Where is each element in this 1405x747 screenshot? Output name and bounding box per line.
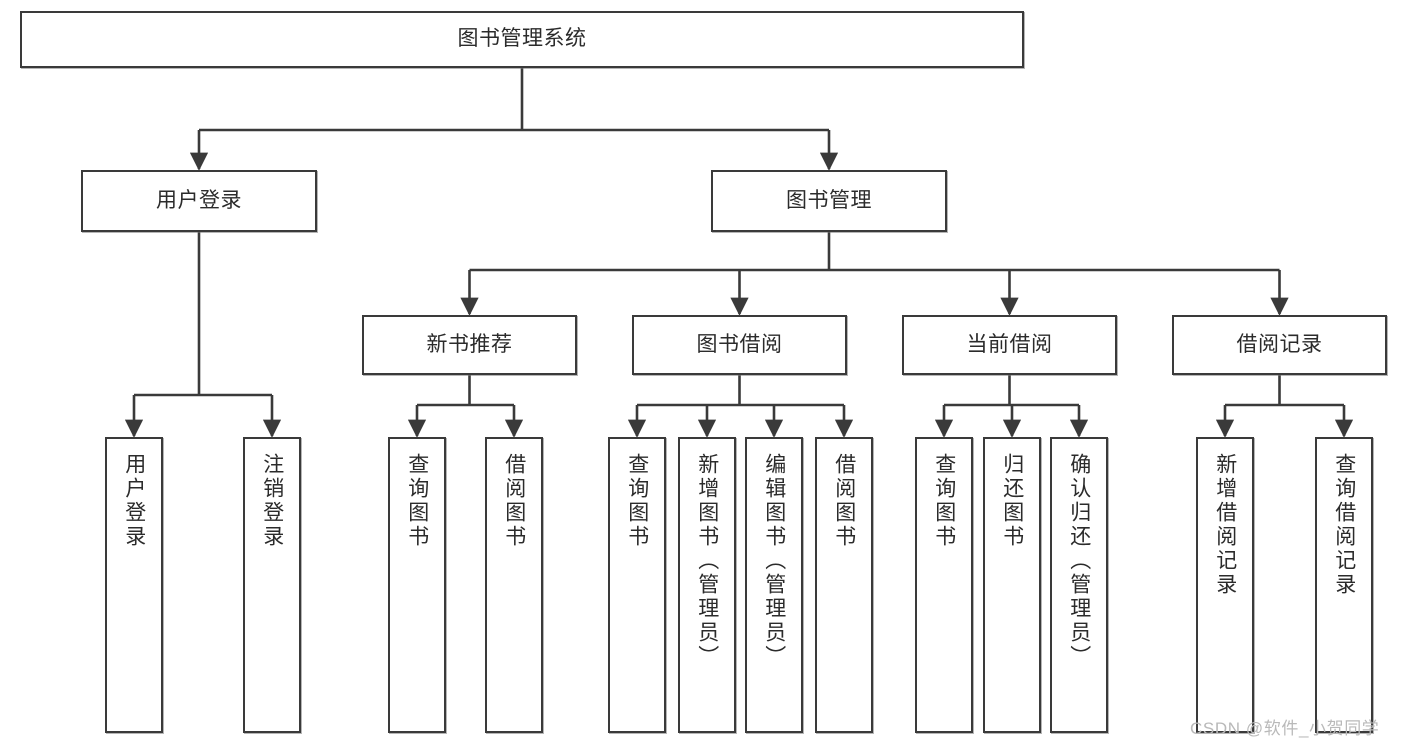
node-leaf-query-book-cur[interactable]: 查询图书 [915, 437, 973, 733]
node-label: 查询借阅记录 [1332, 453, 1356, 597]
node-user-login[interactable]: 用户登录 [81, 170, 317, 232]
node-label: 借阅记录 [1236, 332, 1323, 356]
node-label: 用户登录 [156, 188, 242, 212]
node-book-borrow[interactable]: 图书借阅 [632, 315, 847, 375]
node-leaf-user-logout[interactable]: 注销登录 [243, 437, 301, 733]
csdn-watermark: CSDN @软件_小贺同学 [1190, 719, 1380, 738]
node-label: 图书借阅 [696, 332, 783, 356]
node-leaf-confirm-return[interactable]: 确认归还（管理员） [1050, 437, 1108, 733]
node-book-manage[interactable]: 图书管理 [711, 170, 947, 232]
node-label: 新书推荐 [426, 332, 513, 356]
node-leaf-add-book[interactable]: 新增图书（管理员） [678, 437, 736, 733]
node-label: 借阅图书 [502, 453, 526, 549]
node-label: 确认归还（管理员） [1067, 453, 1091, 669]
node-label: 归还图书 [1000, 453, 1024, 549]
node-label: 用户登录 [122, 453, 146, 549]
node-leaf-borrow-book-rec[interactable]: 借阅图书 [485, 437, 543, 733]
node-leaf-query-book[interactable]: 查询图书 [608, 437, 666, 733]
node-borrow-record[interactable]: 借阅记录 [1172, 315, 1387, 375]
node-label: 查询图书 [405, 453, 429, 549]
node-label: 新增图书（管理员） [695, 453, 719, 669]
node-leaf-user-login[interactable]: 用户登录 [105, 437, 163, 733]
node-leaf-add-record[interactable]: 新增借阅记录 [1196, 437, 1254, 733]
node-label: 查询图书 [625, 453, 649, 549]
node-label: 注销登录 [260, 453, 284, 549]
node-label: 编辑图书（管理员） [762, 453, 786, 669]
node-label: 当前借阅 [966, 332, 1053, 356]
node-label: 查询图书 [932, 453, 956, 549]
node-root[interactable]: 图书管理系统 [20, 11, 1024, 68]
node-leaf-edit-book[interactable]: 编辑图书（管理员） [745, 437, 803, 733]
node-current-borrow[interactable]: 当前借阅 [902, 315, 1117, 375]
node-leaf-query-record[interactable]: 查询借阅记录 [1315, 437, 1373, 733]
node-label: 新增借阅记录 [1213, 453, 1237, 597]
node-leaf-borrow-book[interactable]: 借阅图书 [815, 437, 873, 733]
node-label: 图书管理系统 [457, 27, 587, 51]
node-leaf-return-book[interactable]: 归还图书 [983, 437, 1041, 733]
node-leaf-query-book-rec[interactable]: 查询图书 [388, 437, 446, 733]
node-label: 图书管理 [786, 188, 872, 212]
node-label: 借阅图书 [832, 453, 856, 549]
node-new-book-rec[interactable]: 新书推荐 [362, 315, 577, 375]
